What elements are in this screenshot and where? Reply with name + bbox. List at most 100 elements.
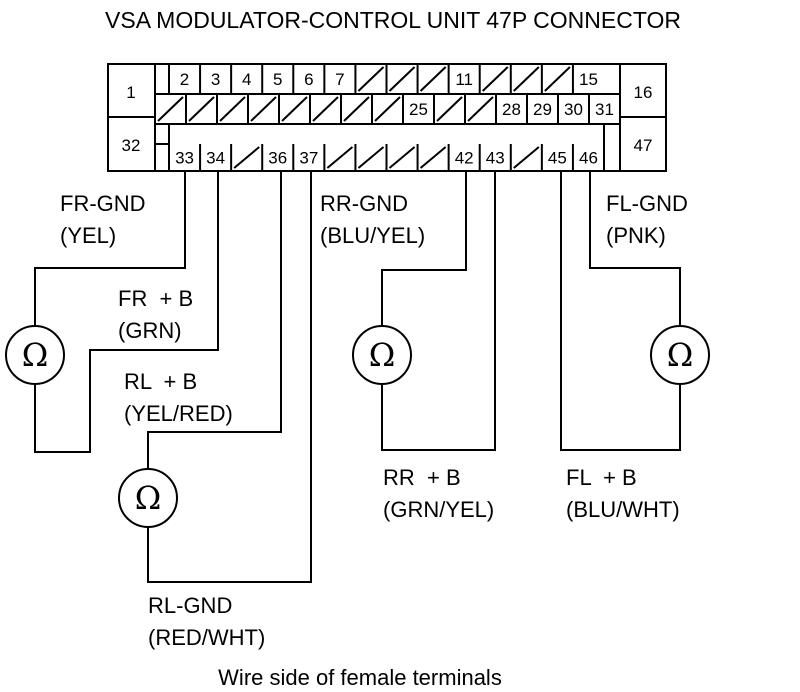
unused-cavity <box>326 146 354 169</box>
wire-fr-b <box>34 171 219 453</box>
wire-fr-gnd <box>34 171 186 325</box>
label-rl-gnd: RL-GND (RED/WHT) <box>148 593 265 650</box>
pin-43: 43 <box>486 149 505 168</box>
label-rr-b-wire: (GRN/YEL) <box>383 497 494 522</box>
unused-cavity <box>419 66 447 92</box>
pin-15: 15 <box>579 70 598 89</box>
pin-11: 11 <box>455 70 473 89</box>
pin-5: 5 <box>273 70 282 89</box>
wire-fl-gnd <box>589 171 681 325</box>
pin-30: 30 <box>564 100 583 119</box>
unused-cavity <box>188 96 215 122</box>
wire-rr-gnd <box>381 171 467 325</box>
ohmmeter-rl: Ω <box>118 468 178 528</box>
label-rr-gnd-name: RR-GND <box>320 191 408 216</box>
unused-cavity <box>357 146 385 169</box>
pin-row-1: 2 3 4 5 6 7 11 15 <box>180 64 598 94</box>
label-rr-gnd: RR-GND (BLU/YEL) <box>320 191 425 248</box>
unused-cavity <box>513 146 540 169</box>
pin-1: 1 <box>126 83 135 102</box>
unused-cavity <box>388 66 416 92</box>
pin-37: 37 <box>299 149 318 168</box>
pin-42: 42 <box>455 149 474 168</box>
pin-32: 32 <box>122 136 141 155</box>
key-slot-left <box>154 63 170 95</box>
label-fr-gnd-wire: (YEL) <box>60 223 116 248</box>
label-rl-b-name: RL + B <box>124 369 197 394</box>
ohm-icon: Ω <box>22 336 49 374</box>
label-fl-b: FL + B (BLU/WHT) <box>566 465 680 522</box>
ohm-icon: Ω <box>667 336 694 374</box>
label-fr-b-wire: (GRN) <box>118 318 182 343</box>
unused-cavity <box>233 146 260 169</box>
label-fl-b-name: FL + B <box>566 465 637 490</box>
label-rr-gnd-wire: (BLU/YEL) <box>320 223 425 248</box>
pin-6: 6 <box>304 70 313 89</box>
pin-row-2: 25 28 29 30 31 <box>157 94 614 124</box>
pin-45: 45 <box>548 149 567 168</box>
pin-33: 33 <box>175 149 194 168</box>
label-fr-b-name: FR + B <box>118 286 193 311</box>
ohmmeter-fl-circle <box>650 325 710 385</box>
pin-row-3: 33 34 36 37 42 43 45 46 <box>175 144 598 171</box>
label-fl-gnd: FL-GND (PNK) <box>606 191 688 248</box>
pin-7: 7 <box>335 70 344 89</box>
pin-46: 46 <box>579 149 598 168</box>
label-fl-gnd-name: FL-GND <box>606 191 688 216</box>
unused-cavity <box>388 146 416 169</box>
diagram-title: VSA MODULATOR-CONTROL UNIT 47P CONNECTOR <box>105 7 681 33</box>
unused-cavity <box>436 96 463 122</box>
unused-cavity <box>357 66 385 92</box>
label-rl-b-wire: (YEL/RED) <box>124 401 233 426</box>
pin-2: 2 <box>180 70 189 89</box>
unused-cavity <box>343 96 370 122</box>
ohmmeter-rr: Ω <box>352 325 412 385</box>
unused-cavity <box>482 66 509 92</box>
label-rr-b-name: RR + B <box>383 465 461 490</box>
unused-cavity <box>513 66 540 92</box>
ohm-icon: Ω <box>369 336 396 374</box>
ohm-icon: Ω <box>135 479 162 517</box>
pin-36: 36 <box>268 149 287 168</box>
pin-3: 3 <box>211 70 220 89</box>
ohmmeter-rl-circle <box>118 468 178 528</box>
label-rl-gnd-wire: (RED/WHT) <box>148 625 265 650</box>
unused-cavity <box>312 96 339 122</box>
unused-cavity <box>157 96 184 122</box>
key-slot-lower <box>154 123 170 145</box>
label-fr-gnd: FR-GND (YEL) <box>60 191 146 248</box>
label-rl-gnd-name: RL-GND <box>148 593 232 618</box>
label-rl-b: RL + B (YEL/RED) <box>124 369 233 426</box>
unused-cavity <box>467 96 494 122</box>
pin-29: 29 <box>533 100 552 119</box>
wire-rl-gnd <box>147 171 312 583</box>
wire-rl-b <box>147 171 282 468</box>
unused-cavity <box>250 96 277 122</box>
pin-28: 28 <box>502 100 521 119</box>
pin-16: 16 <box>634 83 653 102</box>
ohmmeter-fr: Ω <box>5 325 65 385</box>
ohmmeter-fr-circle <box>5 325 65 385</box>
label-fr-gnd-name: FR-GND <box>60 191 146 216</box>
unused-cavity <box>281 96 308 122</box>
pin-47: 47 <box>634 136 653 155</box>
pin-4: 4 <box>242 70 251 89</box>
unused-cavity <box>219 96 246 122</box>
wiring <box>34 171 681 583</box>
footer-caption: Wire side of female terminals <box>218 665 502 690</box>
unused-cavity <box>544 66 571 92</box>
label-rr-b: RR + B (GRN/YEL) <box>383 465 494 522</box>
ohmmeter-rr-circle <box>352 325 412 385</box>
pin-31: 31 <box>595 100 614 119</box>
label-fl-gnd-wire: (PNK) <box>606 223 666 248</box>
pin-25: 25 <box>409 100 428 119</box>
label-fl-b-wire: (BLU/WHT) <box>566 497 680 522</box>
unused-cavity <box>374 96 401 122</box>
ohmmeter-fl: Ω <box>650 325 710 385</box>
pin-34: 34 <box>206 149 225 168</box>
wire-rr-b <box>381 171 496 451</box>
wire-fl-b <box>560 171 681 451</box>
label-fr-b: FR + B (GRN) <box>118 286 193 343</box>
